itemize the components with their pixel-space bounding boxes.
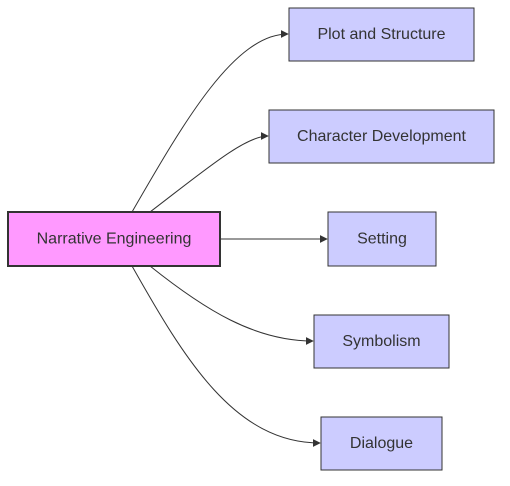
child-node-dialogue: Dialogue [320, 416, 443, 471]
edge-to-dialogue [131, 265, 321, 447]
child-node-box [268, 109, 495, 164]
edge-to-plot-and-structure [131, 30, 289, 213]
child-node-label: Dialogue [350, 435, 413, 452]
child-node-label: Setting [357, 231, 407, 248]
child-node-label: Symbolism [342, 333, 420, 350]
edge-to-character-development [149, 132, 269, 213]
child-node-box [320, 416, 443, 471]
root-node: Narrative Engineering [7, 211, 221, 267]
edges [131, 30, 328, 447]
edge-to-symbolism [149, 265, 314, 345]
child-node-setting: Setting [327, 211, 437, 267]
child-node-label: Plot and Structure [317, 26, 445, 43]
child-node-character-development: Character Development [268, 109, 495, 164]
root-node-box [7, 211, 221, 267]
child-node-plot-and-structure: Plot and Structure [288, 7, 475, 62]
child-node-label: Character Development [297, 128, 467, 145]
child-node-box [288, 7, 475, 62]
child-node-symbolism: Symbolism [313, 314, 450, 369]
child-node-box [327, 211, 437, 267]
root-node-label: Narrative Engineering [37, 231, 192, 248]
child-node-box [313, 314, 450, 369]
